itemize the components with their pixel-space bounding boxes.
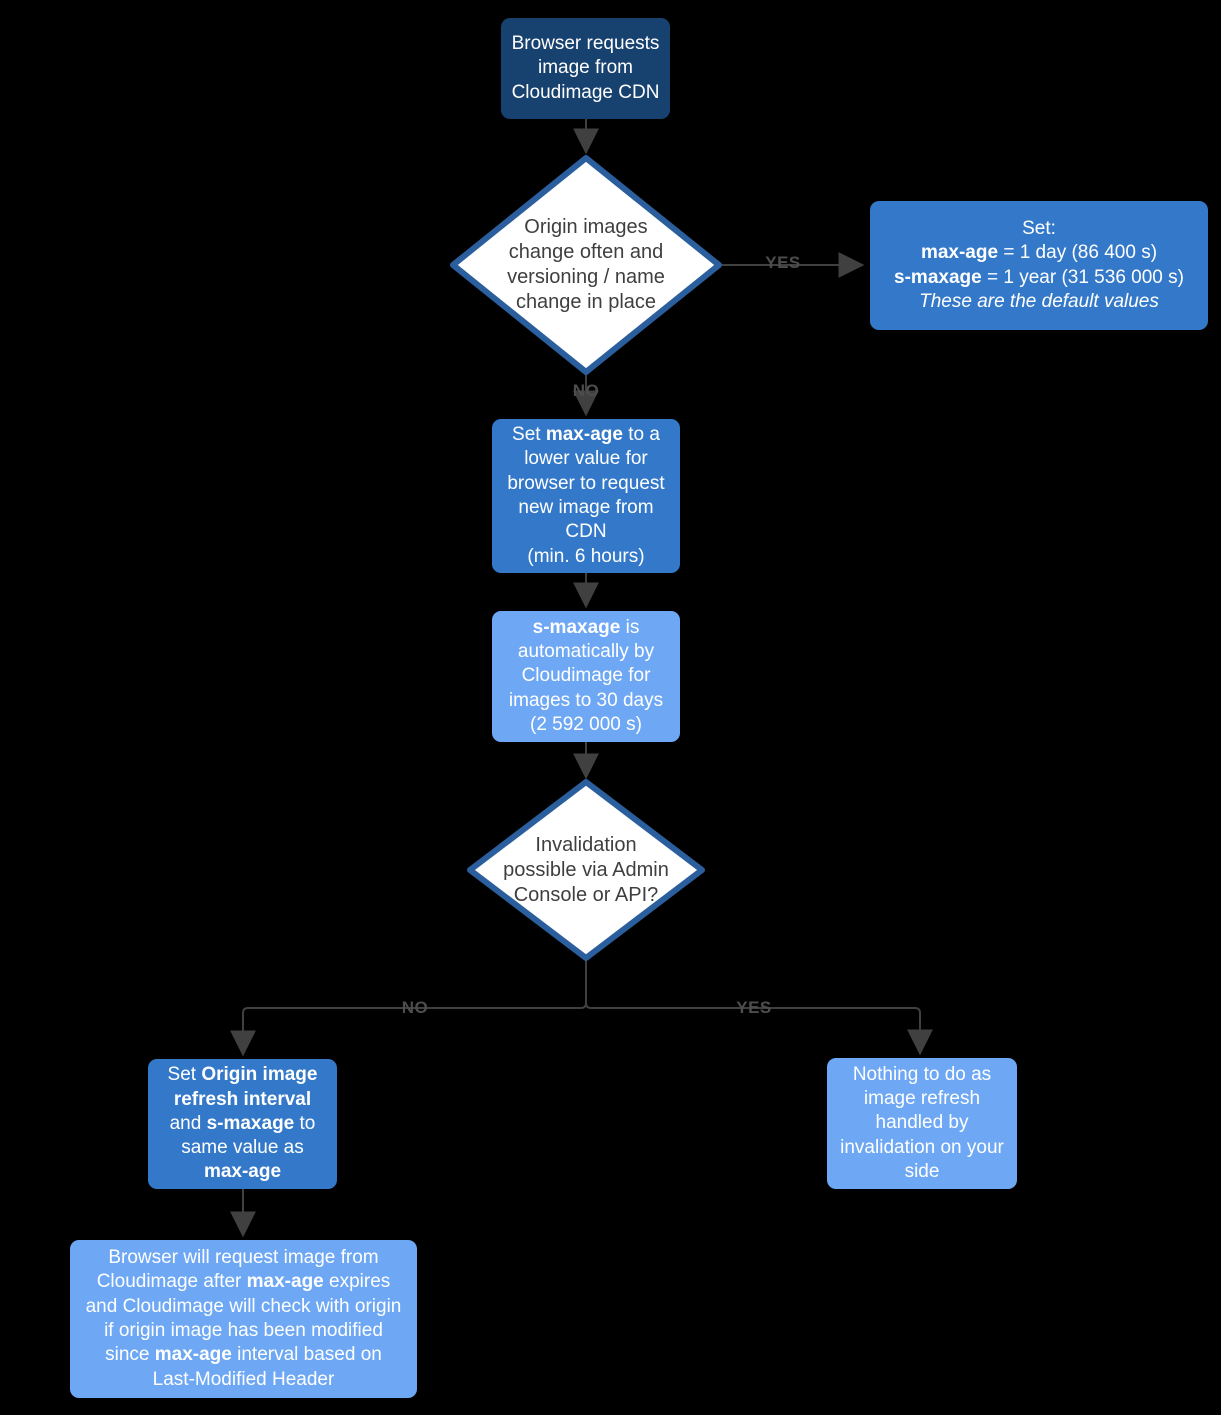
edge-label-yes-invalidation: YES (736, 998, 772, 1017)
edge-label-no-invalidation: NO (401, 998, 429, 1017)
edge-label-yes-versioning: YES (765, 253, 801, 272)
decision-diamond-versioning (450, 155, 722, 375)
decision-diamond-invalidation (467, 779, 705, 961)
node-set-defaults-text: Set:max-age = 1 day (86 400 s)s-maxage =… (894, 217, 1184, 312)
node-set-defaults: Set:max-age = 1 day (86 400 s)s-maxage =… (870, 201, 1208, 330)
edge-decision2-yes (585, 958, 933, 1056)
edge-label-no-versioning: NO (572, 381, 600, 400)
